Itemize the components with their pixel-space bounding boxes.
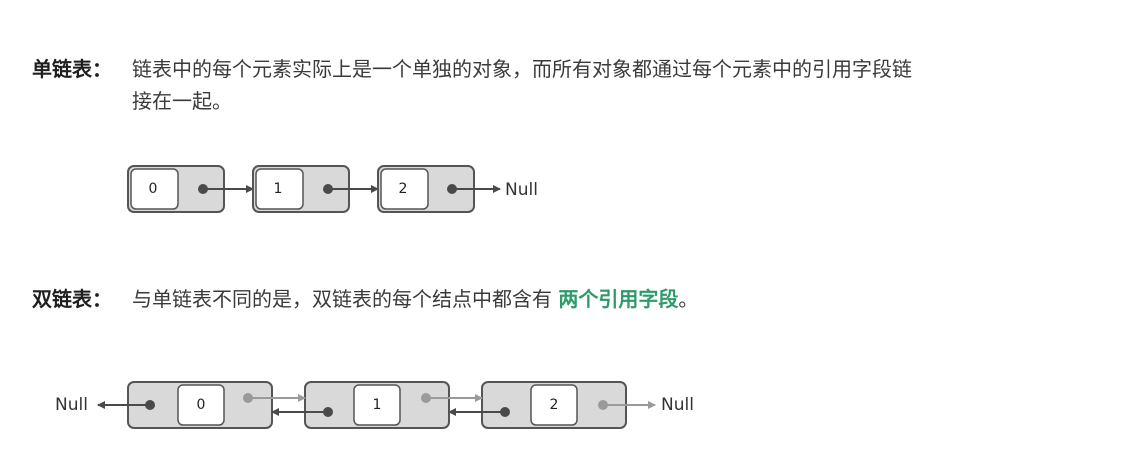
double-list-section: 双链表： 与单链表不同的是，双链表的每个结点中都含有 两个引用字段。 (32, 283, 1092, 315)
double-list-desc-highlight: 两个引用字段 (558, 287, 679, 311)
single-node-0-value: 0 (149, 181, 158, 197)
single-list-desc-line2: 接在一起。 (132, 89, 232, 113)
double-list-desc-end: 。 (678, 287, 699, 311)
double-list-desc-text: 与单链表不同的是，双链表的每个结点中都含有 (132, 287, 552, 311)
single-list-description: 链表中的每个元素实际上是一个单独的对象，而所有对象都通过每个元素中的引用字段链接… (132, 53, 1067, 117)
double-node-0: 0 (127, 381, 273, 429)
double-node-2-value: 2 (550, 397, 559, 413)
double-null-right-label: Null (661, 395, 694, 415)
single-null-label: Null (505, 180, 538, 200)
double-null-left-label: Null (55, 395, 88, 415)
double-list-term: 双链表： (32, 287, 112, 311)
doubly-linked-list: Null 0 1 2 (55, 381, 694, 429)
single-list-term: 单链表： (32, 57, 112, 81)
double-list-description: 与单链表不同的是，双链表的每个结点中都含有 两个引用字段。 (132, 283, 1067, 315)
single-list-section: 单链表： 链表中的每个元素实际上是一个单独的对象，而所有对象都通过每个元素中的引用… (32, 53, 1092, 117)
double-node-0-value: 0 (197, 397, 206, 413)
single-node-1: 1 (252, 165, 350, 213)
double-node-1-value: 1 (373, 397, 382, 413)
single-list-desc-line1: 链表中的每个元素实际上是一个单独的对象，而所有对象都通过每个元素中的引用字段链 (132, 57, 912, 81)
double-node-2: 2 (481, 381, 627, 429)
single-node-2-value: 2 (399, 181, 408, 197)
single-node-1-value: 1 (274, 181, 283, 197)
double-node-1: 1 (304, 381, 450, 429)
singly-linked-list: 0 1 2 Null (127, 165, 538, 213)
single-node-2: 2 (377, 165, 475, 213)
